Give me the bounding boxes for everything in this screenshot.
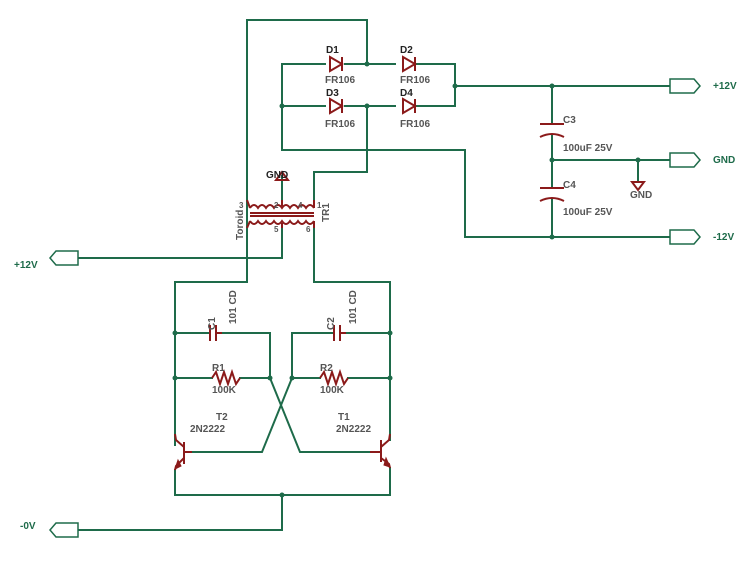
diode-d4-value: FR106 — [400, 119, 430, 130]
net-port-zero-left: -0V — [20, 521, 79, 538]
junction-dot — [387, 375, 393, 381]
junction-dot — [452, 83, 458, 89]
junction-dot — [364, 103, 370, 109]
transistor-t2: T2 2N2222 — [174, 412, 228, 471]
diode-d2-name: D2 — [400, 45, 413, 56]
net-port-plus12-left: +12V — [14, 250, 79, 271]
net-label-zero-left: -0V — [20, 521, 36, 532]
junction-dot — [387, 330, 393, 336]
capacitor-c2-name: C2 — [326, 317, 337, 330]
diode-d3: D3 FR106 — [325, 88, 355, 130]
resistor-r1-name: R1 — [212, 363, 225, 374]
capacitor-c1-name: C1 — [207, 317, 218, 330]
net-port-gnd-right: GND — [669, 152, 735, 168]
capacitor-c2-value: 101 CD — [348, 290, 359, 324]
diode-d2-value: FR106 — [400, 75, 430, 86]
capacitor-c4-value: 100uF 25V — [563, 207, 613, 218]
diode-d1-name: D1 — [326, 45, 339, 56]
junction-dot — [267, 375, 273, 381]
transistor-t1-name: T1 — [338, 412, 350, 423]
resistor-r2-value: 100K — [320, 385, 345, 396]
transformer-pin-2: 2 — [274, 201, 279, 210]
capacitor-c4: C4 100uF 25V — [539, 180, 613, 218]
resistor-r1-value: 100K — [212, 385, 237, 396]
junction-dot — [549, 234, 555, 240]
transformer-tr1: 3 2 4 1 5 6 Toroid TR1 — [235, 199, 332, 240]
junction-dot — [549, 83, 555, 89]
junction-dot — [279, 103, 285, 109]
net-port-minus12-right: -12V — [669, 229, 734, 245]
diode-d4-name: D4 — [400, 88, 413, 99]
junction-dot — [289, 375, 295, 381]
net-label-minus12-right: -12V — [713, 232, 734, 243]
transistor-t2-value: 2N2222 — [190, 424, 225, 435]
net-port-plus12-right: +12V — [669, 78, 737, 94]
transistor-t2-name: T2 — [216, 412, 228, 423]
transformer-type-label: Toroid — [235, 210, 246, 240]
junction-dot — [364, 61, 370, 67]
net-label-plus12-right: +12V — [713, 81, 737, 92]
capacitor-c3: C3 100uF 25V — [539, 115, 613, 154]
resistor-r1: R1 100K — [211, 363, 241, 396]
gnd-symbol-top: GND — [266, 170, 290, 181]
capacitor-c1-value: 101 CD — [228, 290, 239, 324]
resistor-r2-name: R2 — [320, 363, 333, 374]
junction-dot — [172, 375, 178, 381]
capacitor-c3-value: 100uF 25V — [563, 143, 613, 154]
diode-d3-value: FR106 — [325, 119, 355, 130]
wires — [77, 19, 671, 531]
diode-d1-value: FR106 — [325, 75, 355, 86]
diode-d2: D2 FR106 — [400, 45, 430, 86]
transformer-pin-4: 4 — [298, 201, 303, 210]
junction-dots — [172, 61, 641, 498]
gnd-symbol-right-label: GND — [630, 190, 652, 201]
diode-d3-name: D3 — [326, 88, 339, 99]
resistor-r2: R2 100K — [319, 363, 349, 396]
capacitor-c4-name: C4 — [563, 180, 576, 191]
transformer-name-label: TR1 — [321, 203, 332, 222]
capacitor-c1: C1 101 CD — [207, 290, 239, 341]
gnd-symbol-right: GND — [630, 181, 652, 201]
gnd-symbol-top-label: GND — [266, 170, 288, 181]
transformer-pin-6: 6 — [306, 225, 311, 234]
junction-dot — [549, 157, 555, 163]
junction-dot — [279, 492, 285, 498]
net-label-plus12-left: +12V — [14, 260, 38, 271]
junction-dot — [635, 157, 641, 163]
junction-dot — [172, 330, 178, 336]
transistor-t1-value: 2N2222 — [336, 424, 371, 435]
transformer-pin-5: 5 — [274, 225, 279, 234]
transformer-pin-1: 1 — [317, 201, 322, 210]
capacitor-c2: C2 101 CD — [326, 290, 359, 341]
diode-d1: D1 FR106 — [325, 45, 355, 86]
transformer-pin-3: 3 — [239, 201, 244, 210]
net-label-gnd-right: GND — [713, 155, 735, 166]
diode-d4: D4 FR106 — [400, 88, 430, 130]
capacitor-c3-name: C3 — [563, 115, 576, 126]
transistor-t1: T1 2N2222 — [336, 412, 391, 469]
